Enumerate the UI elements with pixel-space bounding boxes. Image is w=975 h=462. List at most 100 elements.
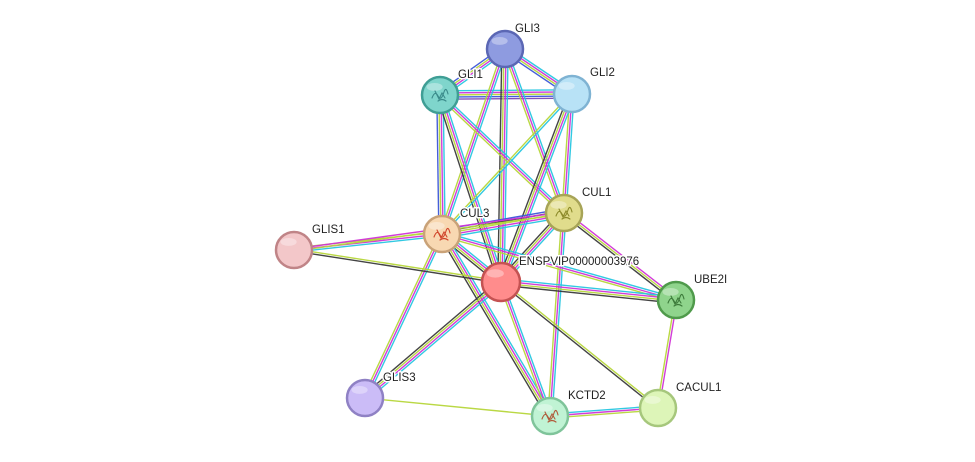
edge-evidence-yellowgreen [547, 212, 563, 416]
edge-gli3-cul3[interactable] [439, 48, 508, 235]
edge-evidence-magenta [440, 94, 444, 234]
edge-gli1-cul1[interactable] [438, 92, 566, 216]
edge-evidence-magenta [442, 214, 565, 237]
edge-enspvip00000003976-kctd2[interactable] [498, 281, 553, 417]
edge-evidence-magenta [441, 48, 506, 235]
node-highlight [536, 403, 553, 412]
edge-evidence-cyan [442, 216, 565, 239]
node-ube2i[interactable]: UBE2I [656, 273, 729, 320]
edge-evidence-black [438, 235, 548, 418]
node-glis3[interactable]: GLIS3 [345, 371, 417, 418]
edge-evidence-yellowgreen [440, 234, 550, 417]
edge-evidence-magenta [500, 281, 551, 417]
node-circle [485, 29, 525, 69]
edge-evidence-magenta [549, 212, 565, 417]
edge-evidence-cyan [366, 234, 445, 400]
edge-evidence-yellowgreen [563, 212, 677, 301]
edge-evidence-magenta [364, 233, 443, 399]
node-gli1[interactable]: GLI1 [420, 68, 484, 115]
edge-evidence-cyan [442, 93, 505, 282]
edge-cul1-kctd2[interactable] [547, 212, 567, 417]
protein-structure-icon [541, 409, 559, 423]
node-gli2[interactable]: GLI2 [552, 66, 616, 114]
node-cul3[interactable]: CUL3 [422, 207, 491, 254]
node-label-cul3: CUL3 [460, 208, 489, 220]
edge-evidence-yellowgreen [502, 49, 563, 214]
edge-evidence-cyan [442, 231, 677, 299]
edge-evidence-cyan [501, 278, 677, 298]
edge-evidence-black [293, 250, 501, 284]
node-label-cacul1: CACUL1 [676, 382, 721, 394]
node-circle [656, 280, 696, 320]
node-circle [345, 378, 385, 418]
edge-evidence-magenta [442, 233, 552, 416]
edge-evidence-magenta [504, 48, 565, 214]
node-label-ube2i: UBE2I [694, 274, 727, 286]
edge-evidence-yellowgreen [440, 92, 572, 234]
node-highlight [426, 82, 443, 91]
edge-evidence-cyan [443, 49, 508, 235]
edge-evidence-black [500, 284, 676, 304]
edge-evidence-black [497, 48, 503, 282]
edge-cul1-ube2i[interactable] [562, 210, 678, 303]
protein-structure-icon [555, 206, 573, 220]
edge-evidence-yellowgreen [364, 397, 551, 417]
edge-cul3-kctd2[interactable] [438, 232, 554, 418]
edge-gli2-cul3[interactable] [440, 92, 574, 236]
edge-gli1-enspvip00000003976[interactable] [436, 93, 505, 284]
edge-cul3-ube2i[interactable] [441, 231, 677, 303]
edge-evidence-yellowgreen [499, 48, 505, 282]
edge-evidence-blue [436, 95, 440, 235]
network-edges [293, 45, 678, 419]
edge-evidence-yellowgreen [498, 282, 549, 417]
edge-evidence-black [362, 279, 500, 397]
edge-enspvip00000003976-cacul1[interactable] [499, 280, 660, 410]
node-label-glis1: GLIS1 [312, 224, 345, 236]
node-circle [274, 230, 314, 270]
node-circle [420, 75, 460, 115]
node-kctd2[interactable]: KCTD2 [530, 389, 607, 436]
edge-gli2-enspvip00000003976[interactable] [497, 92, 576, 284]
edge-evidence-magenta [501, 94, 574, 283]
edge-glis1-enspvip00000003976[interactable] [293, 248, 502, 284]
edge-evidence-magenta [441, 233, 677, 301]
edge-evidence-cyan [503, 94, 576, 284]
node-highlight [280, 237, 297, 246]
node-label-cul1: CUL1 [582, 187, 611, 199]
node-label-gli1: GLI1 [458, 69, 483, 81]
edge-evidence-cyan [444, 232, 554, 415]
node-highlight [662, 287, 679, 296]
edge-evidence-purple [440, 97, 573, 100]
node-cacul1[interactable]: CACUL1 [638, 381, 723, 428]
edge-kctd2-glis3[interactable] [364, 397, 551, 417]
edge-evidence-cyan [551, 213, 567, 417]
edge-evidence-cyan [294, 235, 443, 253]
edge-evidence-yellowgreen [439, 48, 504, 234]
node-glis1[interactable]: GLIS1 [274, 223, 346, 270]
node-cul1[interactable]: CUL1 [544, 186, 613, 233]
edge-evidence-yellowgreen [438, 95, 442, 235]
node-gli3[interactable]: GLI3 [485, 22, 541, 69]
node-circle [638, 388, 678, 428]
edge-cul3-glis3[interactable] [362, 232, 445, 400]
node-highlight [486, 269, 504, 278]
edge-evidence-magenta [563, 93, 573, 214]
edge-evidence-yellowgreen [499, 93, 572, 282]
node-highlight [351, 385, 368, 394]
node-circle [552, 74, 592, 114]
node-enspvip00000003976[interactable]: ENSPVIP00000003976 [480, 255, 641, 303]
edge-enspvip00000003976-ube2i[interactable] [500, 278, 677, 304]
node-circle [480, 261, 522, 303]
edge-gli1-cul3[interactable] [436, 94, 446, 235]
edge-evidence-cyan [440, 92, 566, 212]
node-label-gli3: GLI3 [515, 23, 540, 35]
edge-evidence-yellowgreen [501, 280, 660, 408]
protein-structure-icon [667, 293, 685, 307]
edge-enspvip00000003976-glis3[interactable] [362, 279, 504, 401]
edge-evidence-black [499, 282, 658, 410]
edge-evidence-black [562, 214, 676, 303]
node-highlight [428, 221, 445, 230]
node-circle [422, 214, 462, 254]
edge-evidence-cyan [442, 94, 574, 236]
